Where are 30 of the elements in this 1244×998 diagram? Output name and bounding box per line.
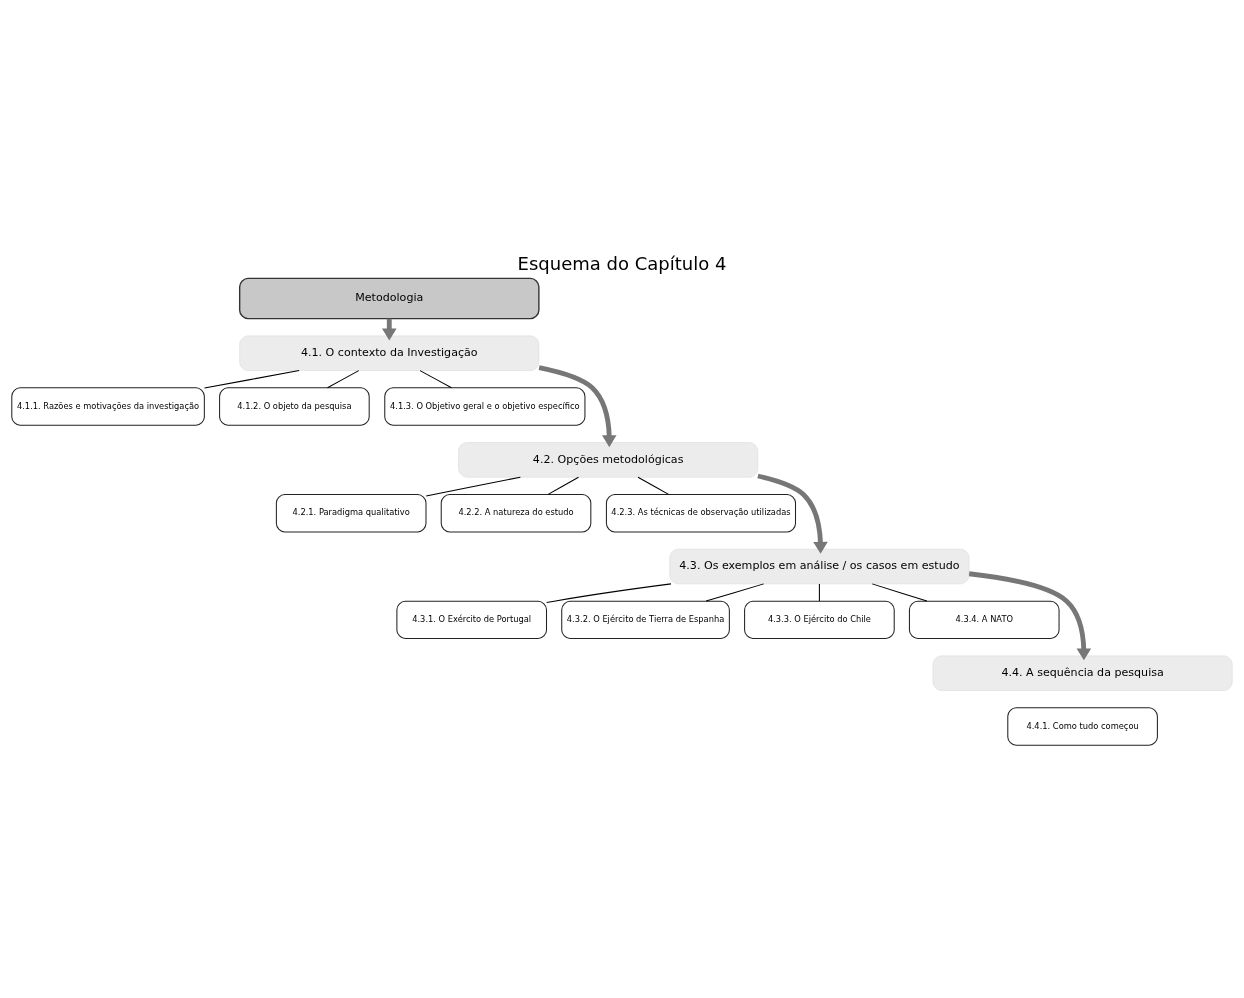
node-box: 4.1. O contexto da Investigação: [239, 335, 540, 371]
connector: [419, 370, 452, 389]
node-box: Metodologia: [238, 277, 540, 320]
connector: [546, 583, 672, 603]
node-box: 4.1.2. O objeto da pesquisa: [219, 387, 370, 426]
connector: [547, 476, 579, 495]
connector: [203, 370, 300, 389]
node-box: 4.3.1. O Exército de Portugal: [396, 600, 547, 640]
node-box: 4.2. Opções metodológicas: [458, 442, 759, 478]
arrow: [968, 571, 1092, 661]
node-box: 4.4.1. Como tudo começou: [1007, 707, 1158, 746]
connector: [818, 583, 820, 602]
node-box: 4.1.3. O Objetivo geral e o objetivo específico: [384, 387, 586, 426]
node-box: 4.3.2. O Ejército de Tierra de Espanha: [561, 600, 730, 640]
node-box: 4.4. A sequência da pesquisa: [932, 655, 1233, 691]
node-box: 4.2.2. A natureza do estudo: [440, 494, 592, 533]
arrow: [757, 473, 828, 554]
connector: [637, 476, 670, 495]
node-box: 4.2.3. As técnicas de observação utilizadas: [605, 494, 796, 533]
diagram-title: Esquema do Capítulo 4: [517, 252, 727, 274]
connector: [327, 370, 360, 389]
connector: [705, 583, 765, 602]
node-box: 4.3.4. A NATO: [908, 600, 1060, 640]
arrow: [538, 365, 617, 448]
connector: [425, 476, 521, 497]
node-box: 4.3. Os exemplos em análise / os casos em estudo: [669, 548, 970, 585]
node-box: 4.1.1. Razões e motivações da investigação: [11, 387, 205, 426]
node-box: 4.3.3. O Ejército do Chile: [744, 600, 895, 640]
connector: [871, 583, 928, 602]
node-box: 4.2.1. Paradigma qualitativo: [275, 494, 427, 533]
